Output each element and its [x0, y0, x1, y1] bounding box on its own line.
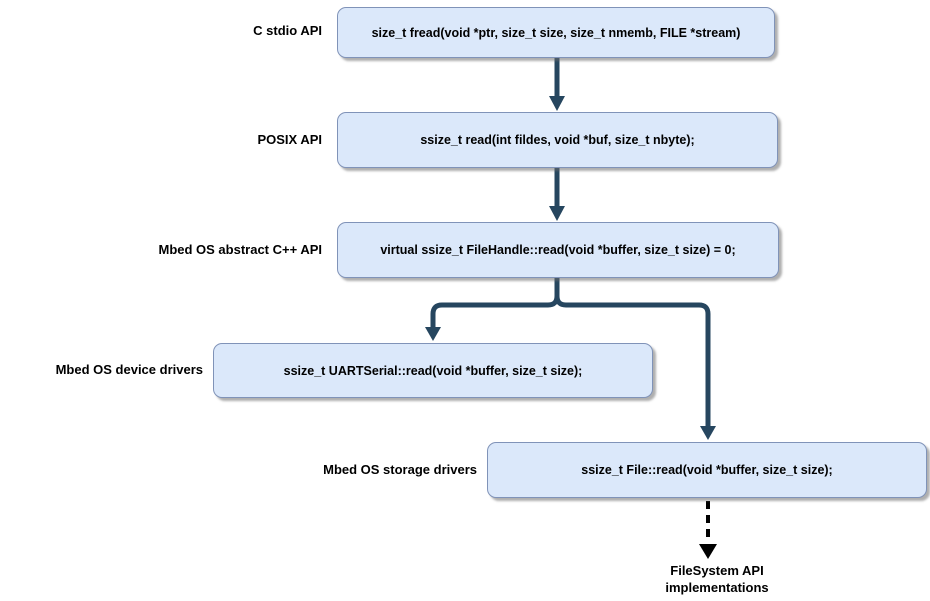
row-label-c-stdio-api: C stdio API	[253, 23, 322, 38]
filesystem-implementations-line2: implementations	[665, 580, 769, 595]
filesystem-implementations-label: FileSystem API implementations	[626, 562, 808, 596]
api-box-posix-read: ssize_t read(int fildes, void *buf, size…	[337, 112, 778, 168]
api-box-uartserial-read: ssize_t UARTSerial::read(void *buffer, s…	[213, 343, 653, 398]
row-label-mbed-device-drivers: Mbed OS device drivers	[55, 362, 203, 377]
arrow-posix-to-abstract	[549, 168, 565, 221]
row-label-mbed-abstract-api: Mbed OS abstract C++ API	[158, 242, 322, 257]
api-box-fread: size_t fread(void *ptr, size_t size, siz…	[337, 7, 775, 58]
row-label-posix-api: POSIX API	[257, 132, 322, 147]
filesystem-implementations-line1: FileSystem API	[670, 563, 764, 578]
api-box-file-read: ssize_t File::read(void *buffer, size_t …	[487, 442, 927, 498]
arrow-storage-to-filesystem-dashed	[699, 501, 717, 559]
arrow-abstract-to-device-drivers	[425, 278, 560, 341]
row-label-mbed-storage-drivers: Mbed OS storage drivers	[323, 462, 477, 477]
api-box-filehandle-read: virtual ssize_t FileHandle::read(void *b…	[337, 222, 779, 278]
arrow-stdio-to-posix	[549, 58, 565, 111]
